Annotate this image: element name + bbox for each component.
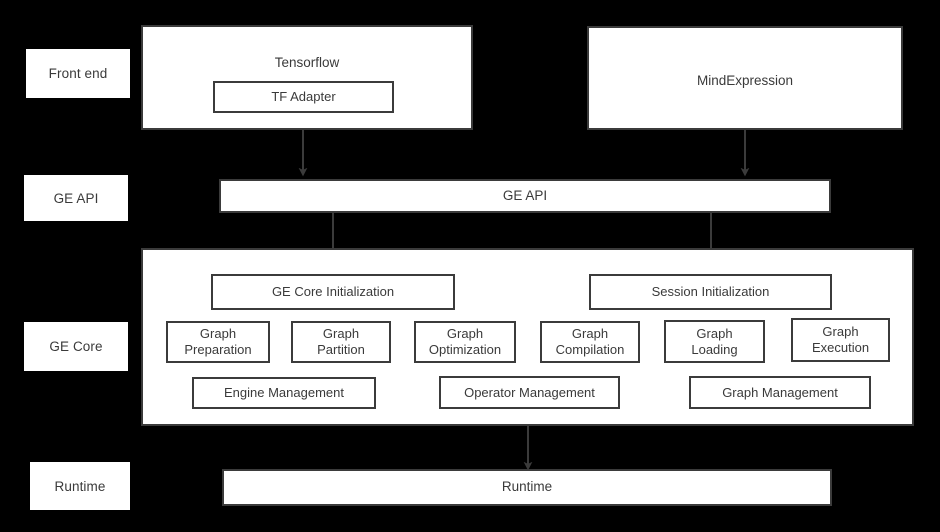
tensorflow-container[interactable]: Tensorflow — [141, 25, 473, 130]
ge-api-bar[interactable]: GE API — [219, 179, 831, 213]
session-initialization-box[interactable]: Session Initialization — [589, 274, 832, 310]
graph-preparation-label-line1: Graph — [199, 326, 237, 342]
graph-management-label: Graph Management — [722, 384, 838, 400]
mindexpression-label: MindExpression — [696, 73, 794, 88]
graph-optimization-label-line1: Graph — [446, 326, 484, 342]
layer-label-ge-api-text: GE API — [53, 190, 99, 206]
runtime-bar-label: Runtime — [501, 479, 553, 495]
ge-core-initialization-label: GE Core Initialization — [271, 284, 395, 300]
session-initialization-label: Session Initialization — [651, 284, 770, 300]
graph-compilation-box[interactable]: Graph Compilation — [540, 321, 640, 363]
ge-core-initialization-box[interactable]: GE Core Initialization — [211, 274, 455, 310]
graph-partition-label-line2: Partition — [317, 342, 365, 357]
operator-management-label: Operator Management — [464, 384, 595, 400]
runtime-bar[interactable]: Runtime — [222, 469, 832, 506]
operator-management-box[interactable]: Operator Management — [439, 376, 620, 409]
layer-label-ge-core: GE Core — [24, 322, 128, 371]
graph-optimization-box[interactable]: Graph Optimization — [414, 321, 516, 363]
layer-label-front-end-text: Front end — [48, 66, 108, 81]
layer-label-front-end: Front end — [26, 49, 130, 98]
layer-label-ge-api: GE API — [24, 175, 128, 221]
tf-adapter-box[interactable]: TF Adapter — [213, 81, 394, 113]
graph-execution-label-line1: Graph — [822, 324, 859, 340]
graph-management-box[interactable]: Graph Management — [689, 376, 871, 409]
graph-preparation-box[interactable]: Graph Preparation — [166, 321, 270, 363]
ge-api-bar-label: GE API — [502, 187, 548, 203]
graph-partition-label-line1: Graph — [322, 326, 360, 342]
graph-execution-box[interactable]: Graph Execution — [791, 318, 890, 362]
tf-adapter-label: TF Adapter — [271, 89, 336, 105]
graph-compilation-label-line1: Graph — [571, 326, 609, 342]
graph-loading-box[interactable]: Graph Loading — [664, 320, 765, 363]
graph-preparation-label-line2: Preparation — [184, 342, 252, 357]
graph-optimization-label-line2: Optimization — [428, 342, 502, 357]
tensorflow-label: Tensorflow — [274, 55, 340, 70]
layer-label-ge-core-text: GE Core — [49, 339, 103, 354]
graph-execution-label-line2: Execution — [811, 340, 870, 355]
graph-loading-label-line2: Loading — [691, 341, 738, 357]
graph-partition-box[interactable]: Graph Partition — [291, 321, 391, 363]
layer-label-runtime: Runtime — [30, 462, 130, 510]
mindexpression-box[interactable]: MindExpression — [587, 26, 903, 130]
graph-compilation-label-line2: Compilation — [555, 342, 625, 357]
engine-management-box[interactable]: Engine Management — [192, 377, 376, 409]
layer-label-runtime-text: Runtime — [54, 478, 106, 494]
engine-management-label: Engine Management — [224, 385, 344, 401]
graph-loading-label-line1: Graph — [696, 325, 733, 341]
